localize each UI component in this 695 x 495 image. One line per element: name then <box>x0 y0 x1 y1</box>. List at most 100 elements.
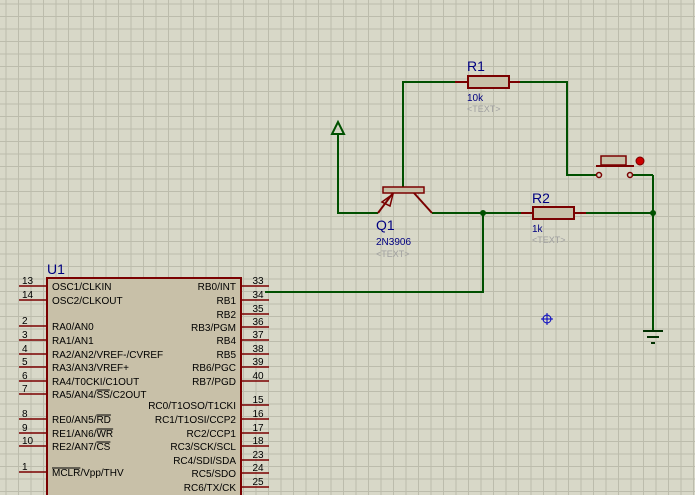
power-terminal-icon[interactable] <box>330 119 346 135</box>
switch-contact-icon <box>626 171 634 179</box>
wire-q1-emitter-to-supply[interactable] <box>337 134 378 214</box>
wire-rb0-to-junction[interactable] <box>265 213 484 293</box>
pin-number: 2 <box>22 316 28 327</box>
pin-label: RB2 <box>217 310 237 321</box>
pin-label: RC2/CCP1 <box>187 429 237 440</box>
pin-number: 35 <box>252 304 264 315</box>
resistor-r1[interactable]: R1 10k <TEXT> <box>455 58 520 114</box>
u1-left-pins: 13OSC1/CLKIN14OSC2/CLKOUT2RA0/AN03RA1/AN… <box>19 276 163 479</box>
wires <box>265 81 654 330</box>
pin-label: RB3/PGM <box>191 323 236 334</box>
pin-number: 4 <box>22 344 28 355</box>
crosshair-cursor-icon <box>541 313 553 325</box>
pin-label: RC6/TX/CK <box>184 483 237 494</box>
pin-number: 6 <box>22 371 28 382</box>
junction-dot <box>480 210 486 216</box>
pin-label: RA2/AN2/VREF-/CVREF <box>52 350 163 361</box>
pin-number: 40 <box>252 371 264 382</box>
pin-number: 16 <box>252 409 264 420</box>
pin-label: RB0/INT <box>198 282 236 293</box>
resistor-r2[interactable]: R2 1k <TEXT> <box>521 190 586 245</box>
pin-label: RB7/PGD <box>192 377 236 388</box>
wire-q1-base-to-r1[interactable] <box>402 81 455 188</box>
pin-label: RC5/SDO <box>192 469 237 480</box>
pin-label: RE0/AN5/RD <box>52 415 111 426</box>
transistor-q1[interactable]: Q1 2N3906 <TEXT> <box>376 186 433 259</box>
r2-reference: R2 <box>532 190 550 206</box>
pin-label: MCLR/Vpp/THV <box>52 468 124 479</box>
ground-icon[interactable] <box>643 330 663 344</box>
pin-label: RB5 <box>217 350 237 361</box>
pin-number: 15 <box>252 395 264 406</box>
pin-label: RA1/AN1 <box>52 336 94 347</box>
pin-number: 39 <box>252 357 264 368</box>
junction-dot <box>650 210 656 216</box>
switch-actuator-icon <box>600 155 627 166</box>
microcontroller-u1[interactable]: U1 13OSC1/CLKIN14OSC2/CLKOUT2RA0/AN03RA1… <box>19 261 269 495</box>
pin-label: RC3/SCK/SCL <box>170 442 236 453</box>
pin-number: 25 <box>252 477 264 488</box>
pin-number: 7 <box>22 384 28 395</box>
pin-number: 8 <box>22 409 28 420</box>
resistor-icon <box>532 206 575 220</box>
r1-value: 10k <box>467 93 484 104</box>
r1-text-placeholder: <TEXT> <box>467 104 501 114</box>
switch-toggle-icon[interactable] <box>635 156 645 166</box>
pin-label: RE2/AN7/CS <box>52 442 111 453</box>
pin-number: 3 <box>22 330 28 341</box>
resistor-icon <box>467 75 510 89</box>
pin-label: RB6/PGC <box>192 363 236 374</box>
pin-number: 1 <box>22 462 28 473</box>
r1-reference: R1 <box>467 58 485 74</box>
pin-number: 24 <box>252 463 264 474</box>
pin-label: RA3/AN3/VREF+ <box>52 363 129 374</box>
pin-label: RC0/T1OSO/T1CKI <box>148 401 236 412</box>
pin-label: OSC2/CLKOUT <box>52 296 123 307</box>
pin-label: RC1/T1OSI/CCP2 <box>155 415 237 426</box>
push-button-switch[interactable] <box>595 155 645 179</box>
transistor-base-bar-icon <box>382 186 425 194</box>
pin-label: RC4/SDI/SDA <box>173 456 236 467</box>
pin-label: RB4 <box>217 336 237 347</box>
r2-value: 1k <box>532 224 544 235</box>
u1-reference: U1 <box>47 261 65 277</box>
pin-number: 37 <box>252 330 264 341</box>
pin-number: 34 <box>252 290 264 301</box>
pin-label: RB1 <box>217 296 237 307</box>
pin-number: 23 <box>252 450 264 461</box>
wire-r1-to-switch[interactable] <box>520 81 597 176</box>
u1-body <box>46 277 242 495</box>
pin-label: RA5/AN4/SS/C2OUT <box>52 390 146 401</box>
pin-number: 33 <box>252 276 264 287</box>
emitter-arrow-icon <box>380 192 395 208</box>
